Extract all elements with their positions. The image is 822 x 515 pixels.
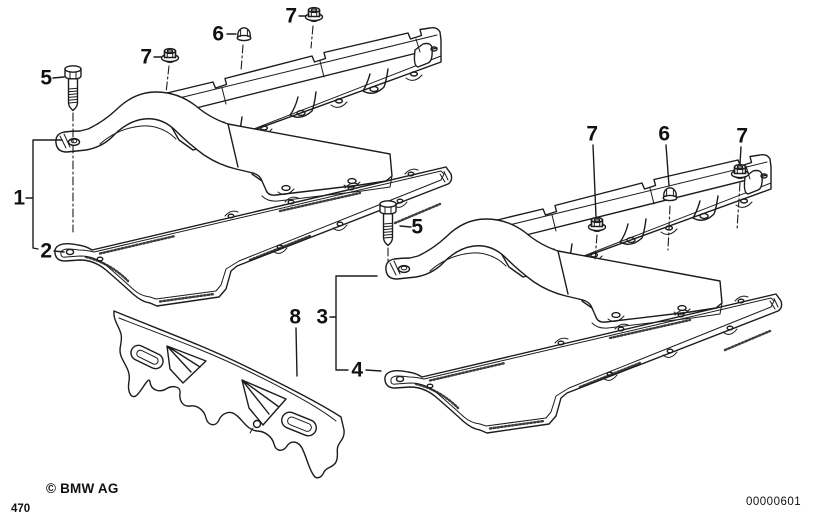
bracket-1-2: [25, 139, 65, 253]
callout-7-right-2[interactable]: 7: [736, 124, 748, 148]
page-number-clipped: 470: [11, 503, 31, 515]
bolt-right: [379, 200, 397, 247]
flange-nut-left-2: [304, 6, 324, 23]
callout-2[interactable]: 2: [40, 239, 52, 263]
callout-8[interactable]: 8: [289, 305, 301, 329]
callout-6-left[interactable]: 6: [212, 22, 224, 46]
centerlines: [72, 25, 741, 265]
flange-nut-right-2: [730, 163, 750, 180]
callout-5-left[interactable]: 5: [40, 66, 52, 90]
flange-nut-left-1: [160, 47, 180, 64]
callout-7-left-2[interactable]: 7: [285, 4, 297, 28]
drawing-number: 00000601: [746, 496, 802, 508]
cap-nut-left: [236, 27, 252, 42]
flange-nut-right-1: [587, 216, 607, 233]
copyright-notice: © BMW AG: [46, 481, 119, 496]
covering-panel: [113, 310, 345, 479]
right-cover-assembly: [383, 153, 783, 435]
callout-1[interactable]: 1: [13, 186, 25, 210]
callout-4[interactable]: 4: [351, 358, 363, 382]
bracket-3-4: [329, 275, 382, 372]
callout-6-right[interactable]: 6: [658, 122, 670, 146]
cap-nut-right: [662, 187, 678, 202]
leader-lines: [25, 15, 742, 377]
callout-3[interactable]: 3: [316, 305, 328, 329]
callout-5-right[interactable]: 5: [411, 215, 423, 239]
callout-7-right-1[interactable]: 7: [586, 122, 598, 146]
bolt-left: [64, 65, 82, 112]
callout-7-left-1[interactable]: 7: [140, 45, 152, 69]
